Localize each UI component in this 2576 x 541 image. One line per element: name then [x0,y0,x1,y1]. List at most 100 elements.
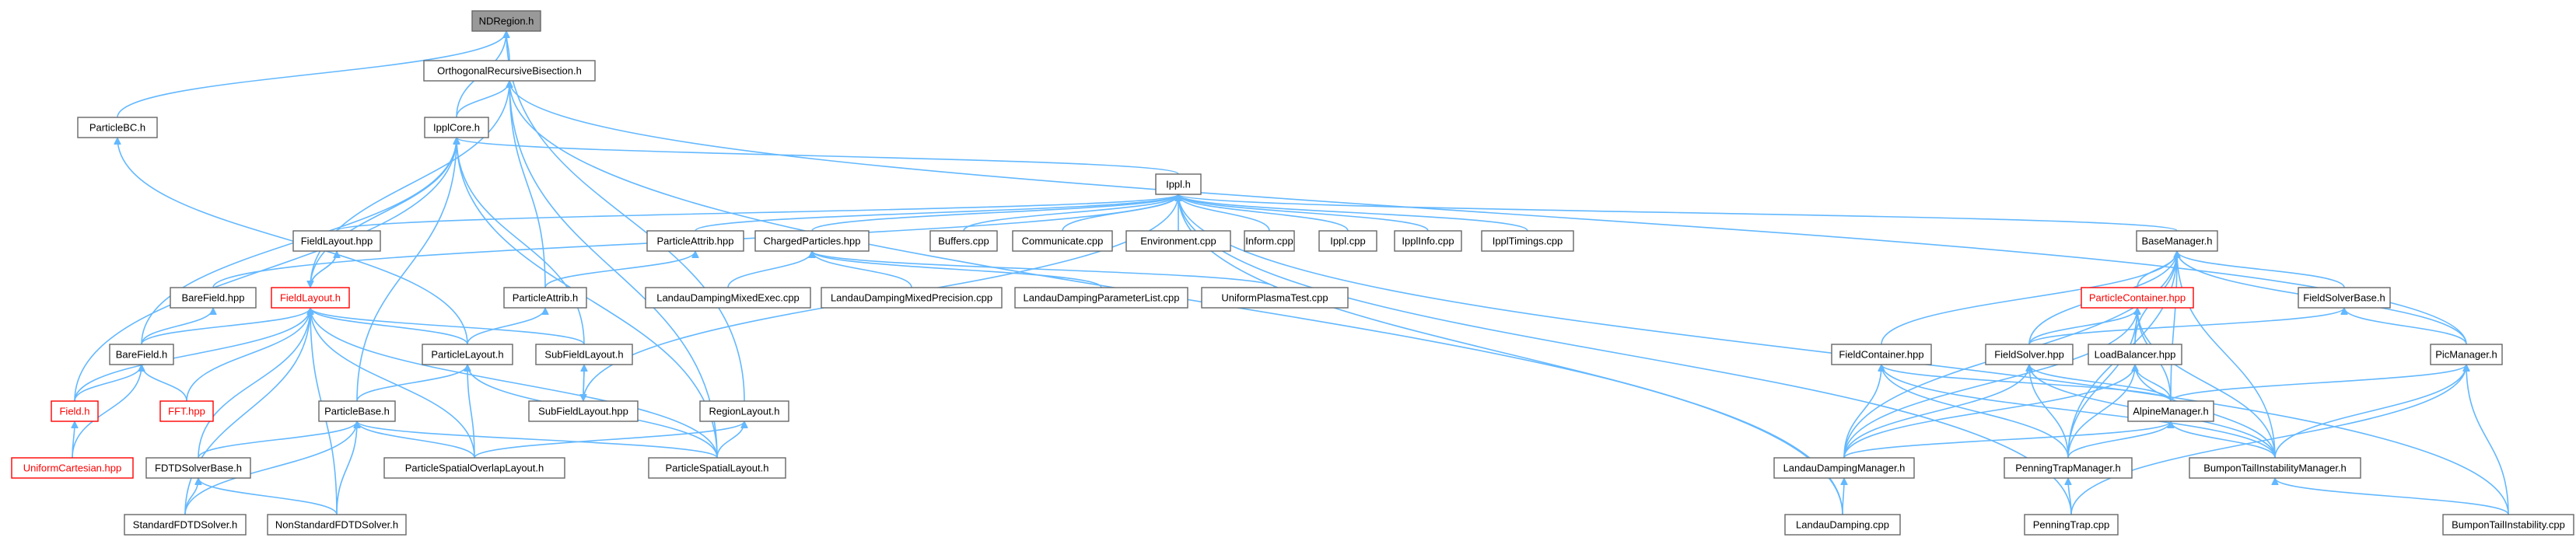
edge-particlespatialoverlap-to-fieldlayouth [310,308,475,459]
node-field-solver-hpp[interactable]: FieldSolver.hpp [1985,344,2074,365]
node-landau-damping-cpp[interactable]: LandauDamping.cpp [1784,514,1901,536]
node-ippl-timings[interactable]: IpplTimings.cpp [1481,230,1574,252]
node-environment[interactable]: Environment.cpp [1125,230,1231,252]
edge-nonstandardfdtd-to-fdtdsolverbase [198,477,338,515]
node-non-standard-fdtd-solver[interactable]: NonStandardFDTDSolver.h [267,514,407,536]
node-label: LandauDampingManager.h [1783,462,1906,474]
edge-particleattribh-to-particleattribhpp [544,250,695,288]
node-inform[interactable]: Inform.cpp [1244,230,1295,252]
node-field-container[interactable]: FieldContainer.hpp [1831,344,1932,365]
node-bumpon-tail-manager[interactable]: BumponTailInstabilityManager.h [2189,457,2361,479]
node-bare-field-hpp[interactable]: BareField.hpp [170,287,257,309]
node-label: Communicate.cpp [1022,236,1104,247]
edge-fieldlayouthpp-to-fieldlayouth [310,250,338,288]
edges-layer [72,30,2509,515]
node-particle-spatial-layout[interactable]: ParticleSpatialLayout.h [648,457,786,479]
edge-penningtrapcpp-to-ippl [1178,194,2072,515]
node-charged-particles[interactable]: ChargedParticles.hpp [754,230,870,252]
node-label: FieldContainer.hpp [1839,349,1923,361]
edge-uniformcartesian-to-fieldh [72,421,75,459]
edge-alpinemanager-to-picmanager [2170,364,2466,402]
node-bumpon-tail-cpp[interactable]: BumponTailInstability.cpp [2442,514,2574,536]
node-field-solver-base[interactable]: FieldSolverBase.h [2298,287,2391,309]
edge-fieldh-to-barefieldh [74,364,142,402]
node-particle-bc[interactable]: ParticleBC.h [77,117,158,138]
edge-ipplcore-to-orb [456,80,509,118]
node-fft-hpp[interactable]: FFT.hpp [159,400,214,422]
node-sub-field-layout-hpp[interactable]: SubFieldLayout.hpp [528,400,639,422]
edge-fdtdsolverbase-to-fieldlayouth [198,308,310,459]
node-label: StandardFDTDSolver.h [133,519,237,531]
node-particle-base-h[interactable]: ParticleBase.h [318,400,396,422]
node-label: LandauDampingMixedPrecision.cpp [831,292,992,304]
node-alpine-manager[interactable]: AlpineManager.h [2127,400,2214,422]
edge-landaudampingmanager-to-alpinemanager [1843,421,2171,459]
node-landau-mixed-exec[interactable]: LandauDampingMixedExec.cpp [645,287,811,309]
node-field-layout-hpp[interactable]: FieldLayout.hpp [292,230,381,252]
node-buffers[interactable]: Buffers.cpp [929,230,998,252]
node-label: ParticleSpatialOverlapLayout.h [405,462,544,474]
node-landau-parameter-list[interactable]: LandauDampingParameterList.cpp [1014,287,1188,309]
edge-bumpontailcpp-to-bumpontailmanager [2275,477,2509,515]
node-particle-attrib-h[interactable]: ParticleAttrib.h [503,287,587,309]
node-region-layout-h[interactable]: RegionLayout.h [699,400,789,422]
node-bare-field-h[interactable]: BareField.h [109,344,174,365]
node-label: ChargedParticles.hpp [763,236,860,247]
edge-subfieldlayouth-to-ipplcore [457,138,585,345]
edge-ffthpp-to-barefieldh [142,364,187,402]
edge-fieldlayouthpp-to-ippl [336,194,1178,232]
node-uniform-cartesian[interactable]: UniformCartesian.hpp [11,457,134,479]
node-ippl-h[interactable]: Ippl.h [1155,173,1202,195]
node-particle-container[interactable]: ParticleContainer.hpp [2081,287,2194,309]
node-label: Environment.cpp [1140,236,1216,247]
node-particle-spatial-overlap-layout[interactable]: ParticleSpatialOverlapLayout.h [383,457,565,479]
node-landau-damping-manager[interactable]: LandauDampingManager.h [1773,457,1915,479]
node-load-balancer[interactable]: LoadBalancer.hpp [2088,344,2182,365]
edge-particlespatiallayout-to-particlebaseh [357,421,718,459]
node-label: Ippl.cpp [1330,236,1366,247]
node-standard-fdtd-solver[interactable]: StandardFDTDSolver.h [124,514,247,536]
node-ippl-info[interactable]: IpplInfo.cpp [1394,230,1462,252]
edge-penningtrapmanager-to-fieldsolverhpp [2029,365,2069,459]
node-ippl-cpp[interactable]: Ippl.cpp [1318,230,1377,252]
node-fdtd-solver-base[interactable]: FDTDSolverBase.h [145,457,251,479]
node-label: IpplTimings.cpp [1493,236,1563,247]
edge-landauparamlist-to-chargedparticles [812,250,1102,288]
edge-particlespatiallayout-to-fieldlayouth [310,308,718,459]
edge-landaudampingcpp-to-landaudampingmanager [1843,478,1844,515]
node-label: UniformPlasmaTest.cpp [1221,292,1328,304]
node-label: ParticleBC.h [89,122,145,134]
node-label: FieldLayout.h [280,292,341,304]
edge-particlespatiallayout-to-regionlayouth [716,421,744,459]
edge-fieldcontainer-to-basemanager [1881,250,2177,345]
edge-barefieldh-to-fieldlayouth [141,307,310,345]
node-field-layout-h[interactable]: FieldLayout.h [271,287,350,309]
node-communicate[interactable]: Communicate.cpp [1012,230,1113,252]
node-orthogonal-recursive-bisection[interactable]: OrthogonalRecursiveBisection.h [423,60,596,82]
node-particle-attrib-hpp[interactable]: ParticleAttrib.hpp [646,230,744,252]
node-pic-manager[interactable]: PicManager.h [2430,344,2503,365]
node-base-manager[interactable]: BaseManager.h [2136,230,2218,252]
node-label: PenningTrap.cpp [2033,519,2110,531]
node-ippl-core[interactable]: IpplCore.h [424,117,489,138]
node-label: FDTDSolverBase.h [155,462,242,474]
node-sub-field-layout-h[interactable]: SubFieldLayout.h [535,344,633,365]
node-label: BumponTailInstability.cpp [2452,519,2565,531]
edge-particlespatialoverlap-to-particlelayouth [467,365,475,459]
edge-landaudampingmanager-to-particlecontainer [1843,308,2137,459]
edge-standardfdtd-to-particlebaseh [184,421,357,515]
edge-ffthpp-to-fieldlayouth [186,308,310,402]
edge-ipptimings-to-ippl [1178,194,1528,232]
edge-ipplcpp-to-ippl [1178,194,1349,232]
edge-penningtrapcpp-to-penningtrapmanager [2068,478,2072,515]
node-field-h[interactable]: Field.h [51,400,99,422]
edge-alpinemanager-to-fieldcontainer [1881,364,2172,402]
node-penning-trap-cpp[interactable]: PenningTrap.cpp [2024,514,2119,536]
node-uniform-plasma-test[interactable]: UniformPlasmaTest.cpp [1201,287,1349,309]
node-particle-layout-h[interactable]: ParticleLayout.h [422,344,513,365]
node-ndregion[interactable]: NDRegion.h [471,10,541,32]
node-landau-mixed-precision[interactable]: LandauDampingMixedPrecision.cpp [821,287,1003,309]
node-penning-trap-manager[interactable]: PenningTrapManager.h [2004,457,2133,479]
node-label: NDRegion.h [479,16,534,27]
node-label: LandauDampingMixedExec.cpp [656,292,800,304]
